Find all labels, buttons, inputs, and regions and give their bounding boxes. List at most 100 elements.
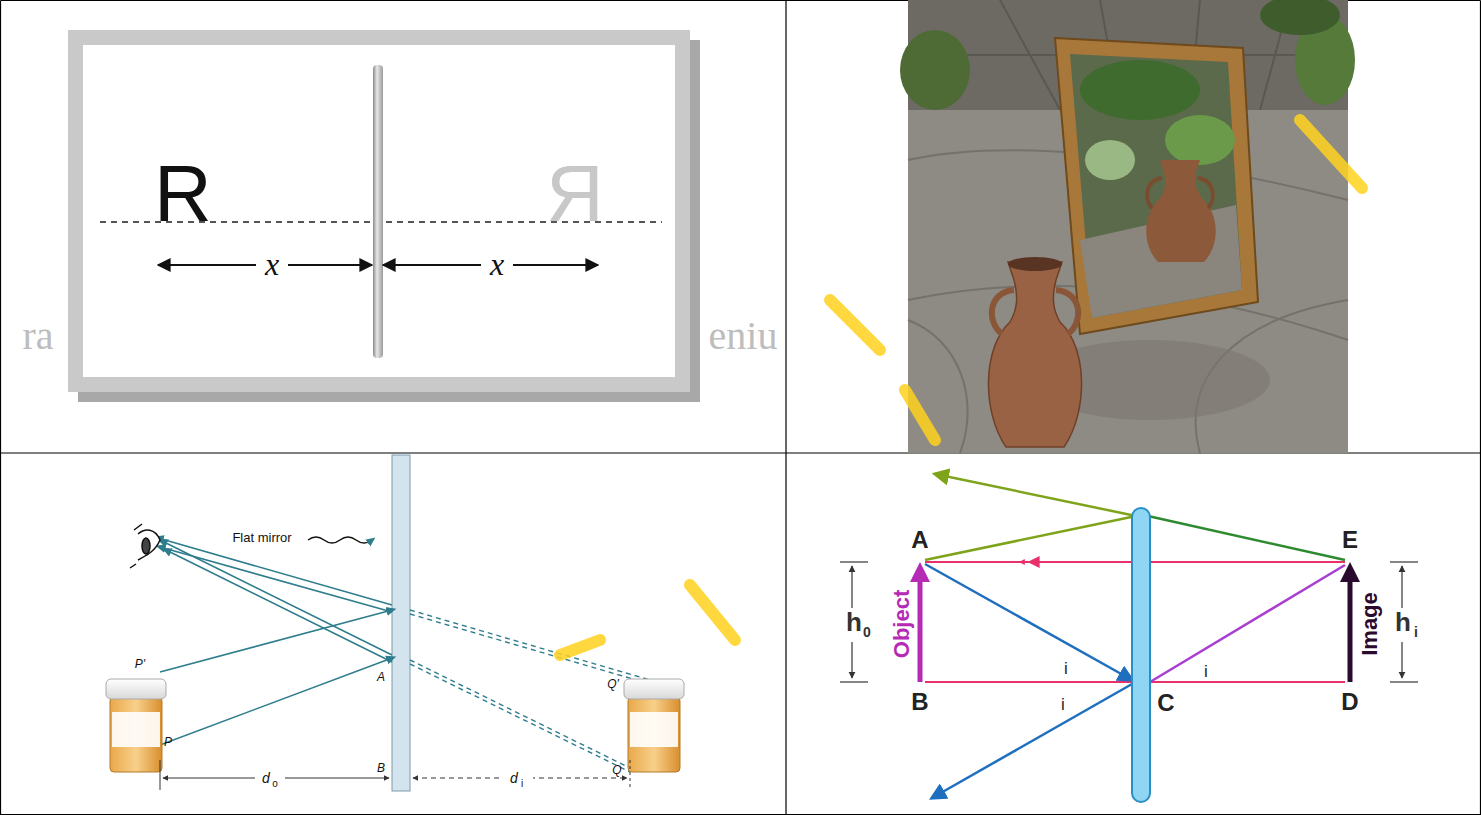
- eye: [138, 530, 160, 560]
- bottle-image: [624, 679, 684, 699]
- object-label: Object: [891, 590, 913, 658]
- distance-label: x: [490, 248, 504, 280]
- virtual-rays: [410, 610, 650, 680]
- pill-bottle: [112, 712, 160, 747]
- ray-arrow: [1020, 562, 1345, 563]
- object-arrow: [918, 572, 923, 682]
- watermark-strokes: [690, 585, 735, 640]
- watermark: ra: [22, 316, 53, 356]
- distance-label: d: [262, 771, 270, 785]
- point-label: Q: [612, 764, 621, 776]
- image-geometry-panel: [840, 474, 1426, 802]
- subscript: i: [521, 779, 523, 789]
- point-label: D: [1341, 690, 1358, 714]
- grid-lines: [0, 1, 1, 815]
- watermark-strokes: [560, 120, 1362, 655]
- reflected-ray: [932, 684, 1132, 798]
- reflected-plant: [1080, 60, 1200, 120]
- grid-lines: [1480, 1, 1481, 815]
- pill-bottle: [106, 679, 166, 772]
- mirror-edge: [373, 65, 383, 358]
- virtual-rays: [410, 614, 650, 684]
- pill-bottle: [110, 697, 162, 772]
- light-rays: [166, 550, 392, 662]
- frame-shadow: [78, 40, 700, 402]
- reflected-plant: [1165, 115, 1235, 165]
- point-label: P: [164, 736, 172, 748]
- ray-arrow: [1030, 561, 1060, 563]
- incident-ray: [925, 564, 1132, 680]
- virtual-rays: [410, 660, 630, 768]
- image-arrow: [1348, 572, 1353, 682]
- angle-label: i: [1061, 696, 1065, 713]
- label-patch: [255, 768, 285, 790]
- leader-line: [308, 537, 372, 543]
- subscript: 0: [863, 625, 871, 639]
- light-rays: [158, 538, 392, 605]
- plane-mirror: [1132, 508, 1150, 802]
- reflected-vase: [1146, 160, 1216, 262]
- distance-label: d: [510, 771, 518, 785]
- letter-mirror-panel: [68, 30, 700, 402]
- point-label: Q': [607, 678, 619, 690]
- reflected-plant: [1085, 140, 1135, 180]
- frame: [68, 30, 690, 392]
- watermark-strokes: [905, 390, 935, 440]
- light-rays: [162, 541, 392, 655]
- light-rays: [160, 610, 392, 672]
- point-label: B: [377, 762, 385, 774]
- object-letter: R: [154, 154, 212, 234]
- vase-photo: [900, 0, 1355, 453]
- mirror-glass: [1070, 54, 1242, 318]
- point-label: P': [135, 658, 145, 670]
- label-patch: [840, 608, 876, 642]
- eye: [130, 524, 142, 568]
- light-rays: [160, 658, 392, 745]
- bottle-image: [630, 712, 678, 747]
- pavement: [908, 0, 1348, 453]
- subscript: o: [272, 779, 278, 789]
- plant: [900, 30, 970, 110]
- virtual-rays: [410, 610, 650, 772]
- watermark-strokes: [830, 300, 880, 350]
- vase-handles: [992, 290, 1078, 334]
- label-patch: [503, 768, 533, 790]
- height-dimension: [1390, 681, 1418, 682]
- mirrored-letter: Я: [546, 154, 604, 234]
- flat-mirror-panel: [106, 455, 684, 791]
- reflected-ray: [935, 474, 1136, 516]
- height-label: h: [1395, 609, 1411, 635]
- eye: [142, 538, 150, 554]
- mirror-label: Flat mirror: [232, 531, 291, 544]
- image-label: Image: [1359, 592, 1381, 656]
- grid-lines: [0, 814, 1481, 815]
- height-dimension: [840, 561, 868, 562]
- eye: [130, 524, 160, 568]
- watermark-strokes: [560, 640, 600, 655]
- virtual-ray: [1150, 565, 1345, 682]
- distance-label: x: [265, 248, 279, 280]
- bottle-image: [624, 679, 684, 772]
- watermark: eniu: [709, 316, 778, 356]
- height-dimension: [840, 681, 868, 682]
- watermark-strokes: [1300, 120, 1362, 188]
- reflected-handles: [1147, 178, 1213, 208]
- flat-mirror: [392, 455, 410, 791]
- point-label: A: [911, 528, 928, 552]
- height-dimension: [1390, 561, 1418, 562]
- label-patch: [1390, 608, 1426, 642]
- height-dimension: [840, 562, 1418, 682]
- grid-lines: [785, 0, 786, 815]
- height-label: h: [846, 609, 862, 635]
- pill-bottle: [106, 679, 166, 699]
- plant: [1260, 0, 1340, 35]
- point-label: B: [911, 690, 928, 714]
- bottle-image: [628, 697, 680, 772]
- mirror-frame: [1055, 38, 1258, 334]
- dimension-tick: [630, 760, 631, 790]
- point-label: A: [377, 671, 385, 683]
